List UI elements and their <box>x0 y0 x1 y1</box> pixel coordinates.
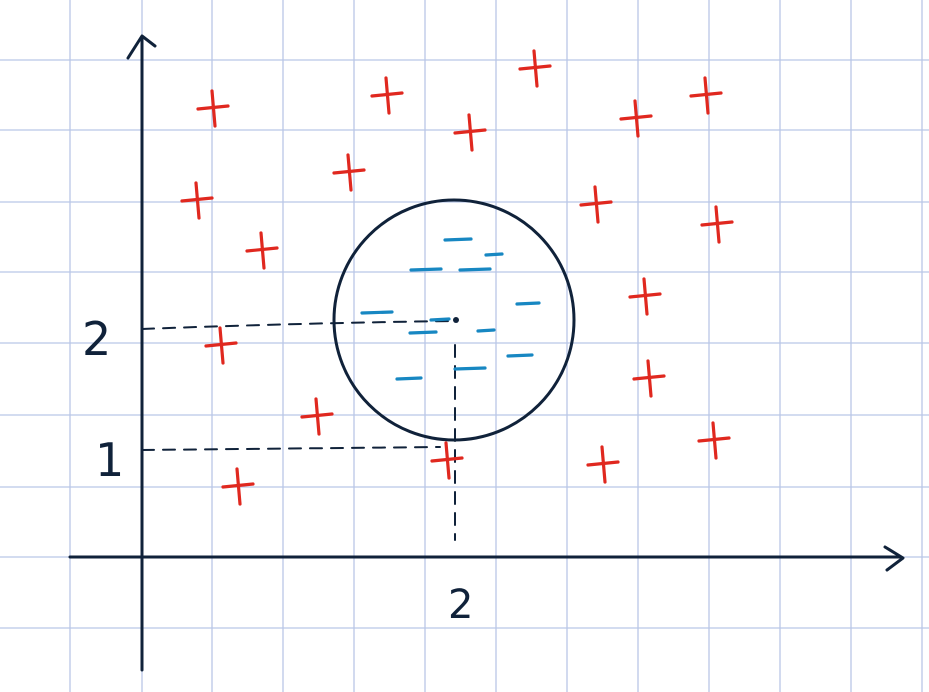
center-dot <box>453 317 459 323</box>
guide-lines <box>141 320 456 541</box>
negative-points <box>360 237 541 381</box>
circle-outline <box>332 198 576 442</box>
y-tick-label-1: 1 <box>95 433 124 487</box>
plus-mark <box>453 113 487 152</box>
plus-mark <box>628 277 662 316</box>
plus-mark <box>700 205 734 244</box>
plus-mark <box>430 441 464 480</box>
minus-mark <box>458 267 492 272</box>
minus-mark <box>484 252 504 257</box>
minus-mark <box>443 237 473 242</box>
y-tick-label-2: 2 <box>82 312 111 366</box>
plus-mark <box>245 231 279 270</box>
minus-mark <box>360 310 394 315</box>
minus-mark <box>408 330 438 335</box>
plus-mark <box>221 467 255 506</box>
x-axis-arrow-icon <box>883 545 905 572</box>
positive-points <box>180 49 734 506</box>
minus-mark <box>453 366 487 371</box>
plus-mark <box>689 76 723 115</box>
minus-mark <box>409 267 443 272</box>
plus-mark <box>370 76 404 115</box>
axes <box>68 34 905 672</box>
guide-line-y1 <box>141 446 441 451</box>
x-tick-label-2: 2 <box>448 582 473 628</box>
minus-mark <box>506 353 534 358</box>
plus-mark <box>332 153 366 192</box>
minus-mark <box>476 328 496 333</box>
plus-mark <box>204 326 238 365</box>
minus-mark <box>515 301 541 306</box>
plus-mark <box>697 421 731 460</box>
plus-mark <box>632 359 666 398</box>
guide-line-y2 <box>141 320 454 330</box>
minus-mark <box>395 376 423 381</box>
plus-mark <box>579 185 613 224</box>
plus-mark <box>180 181 214 220</box>
minus-mark <box>429 317 451 322</box>
plus-mark <box>518 49 552 88</box>
plus-mark <box>196 89 230 128</box>
y-axis-arrow-icon <box>126 34 157 60</box>
plus-mark <box>300 397 334 436</box>
plus-mark <box>586 445 620 484</box>
plus-mark <box>619 99 653 138</box>
